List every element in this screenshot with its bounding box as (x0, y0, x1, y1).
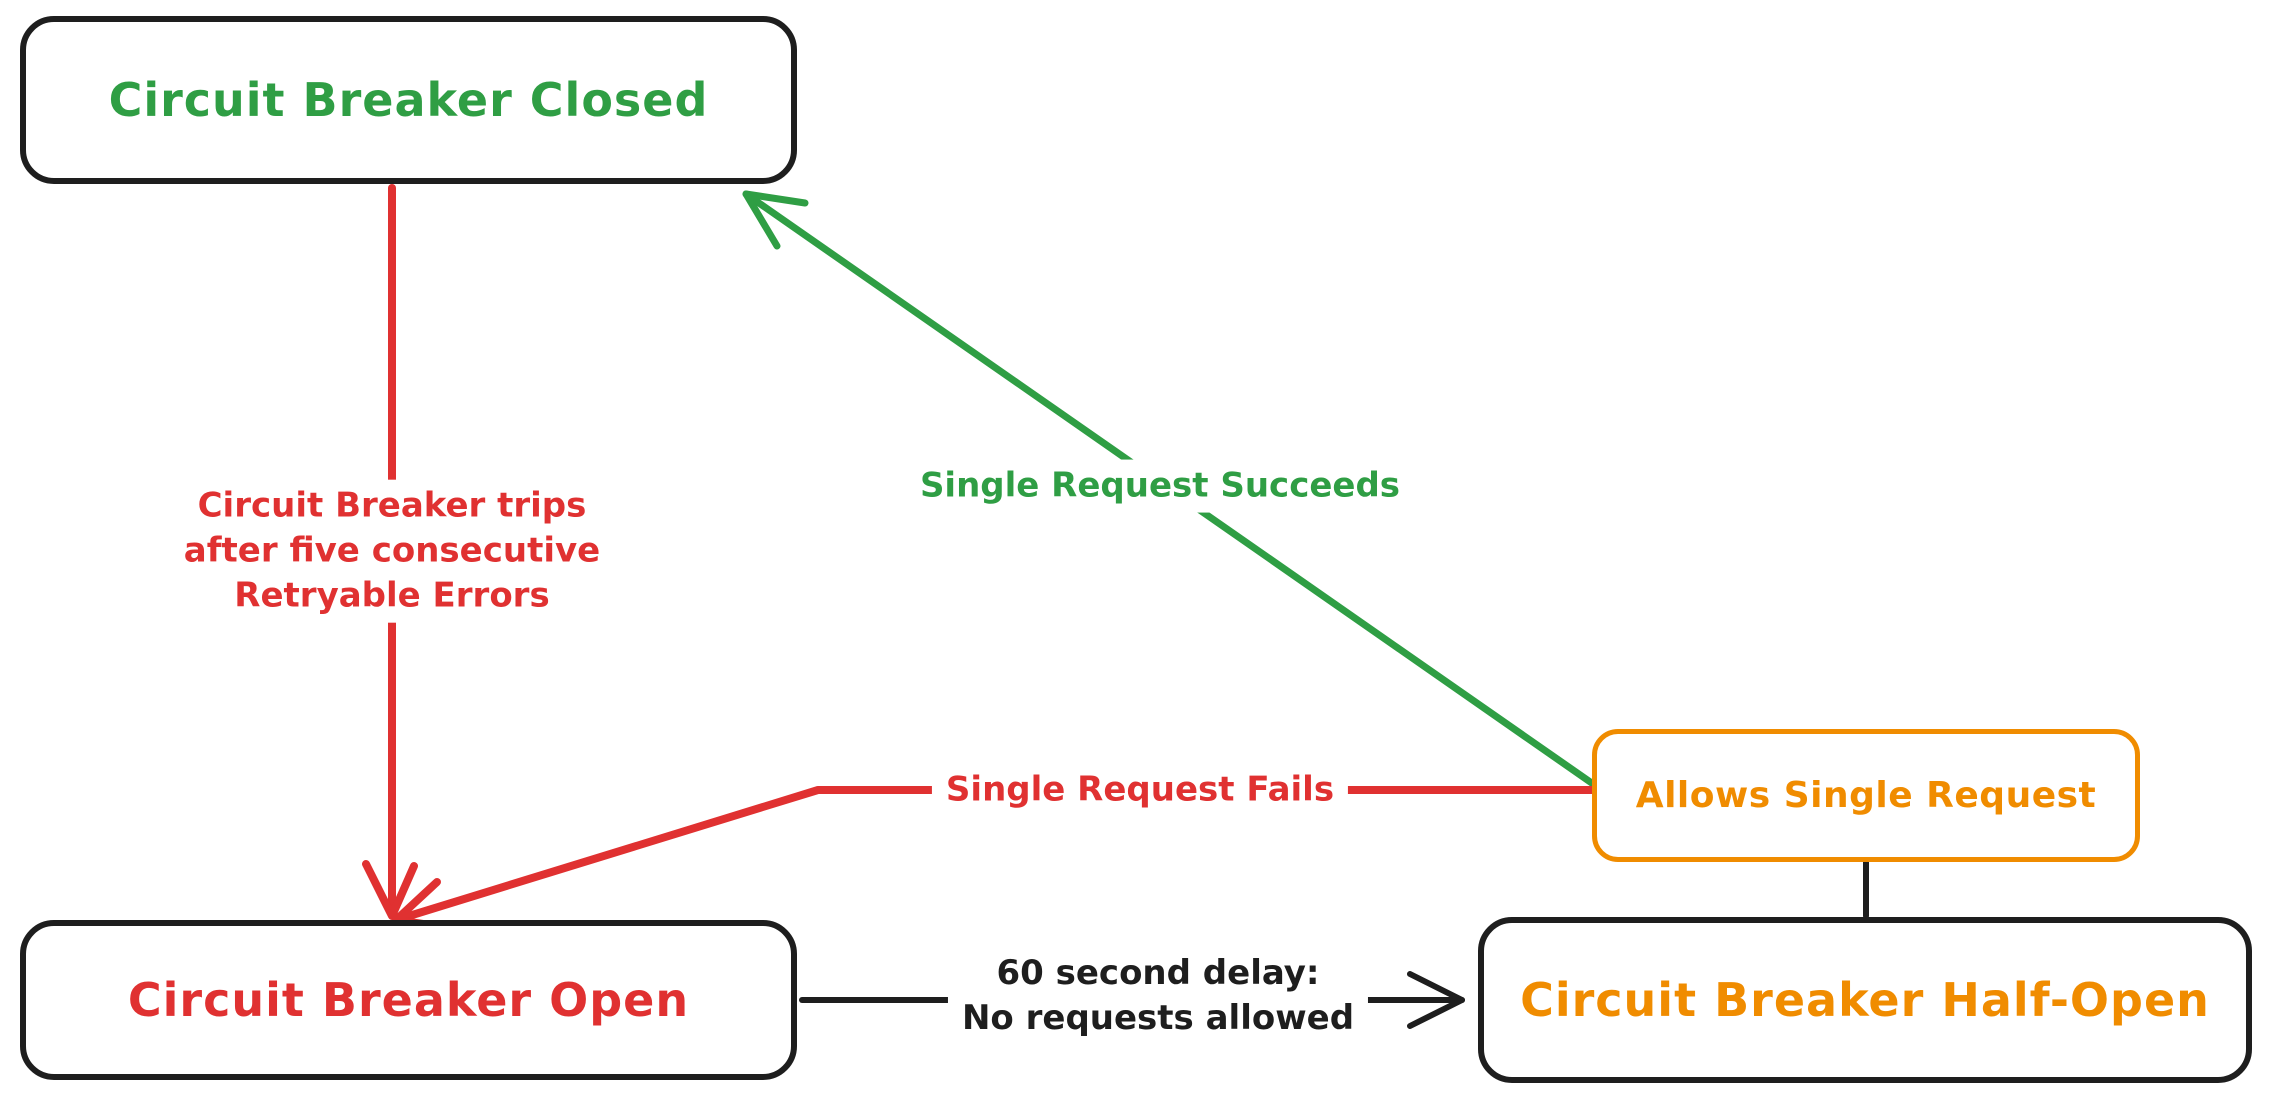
edge-succeeds-arrowhead-icon (742, 190, 809, 250)
edge-delay-arrowhead-icon (1407, 971, 1465, 1029)
edge-label-trips: Circuit Breaker trips after five consecu… (169, 479, 615, 623)
node-circuit-breaker-open: Circuit Breaker Open (20, 920, 797, 1080)
edge-label-fails: Single Request Fails (931, 763, 1349, 817)
node-circuit-breaker-half-open-label: Circuit Breaker Half-Open (1520, 973, 2210, 1027)
edge-label-succeeds-text: Single Request Succeeds (919, 465, 1401, 506)
edge-label-trips-line1: Circuit Breaker trips (197, 485, 587, 526)
edge-label-delay: 60 second delay: No requests allowed (947, 947, 1369, 1045)
edge-label-trips-line2: after five consecutive (183, 530, 601, 571)
node-circuit-breaker-closed-label: Circuit Breaker Closed (108, 73, 709, 127)
edge-label-fails-text: Single Request Fails (945, 769, 1335, 810)
node-circuit-breaker-half-open: Circuit Breaker Half-Open (1478, 917, 2252, 1083)
edge-label-delay-line2: No requests allowed (961, 998, 1355, 1038)
edge-label-delay-line1: 60 second delay: (996, 953, 1320, 994)
node-circuit-breaker-open-label: Circuit Breaker Open (127, 973, 690, 1027)
node-allows-single-request-label: Allows Single Request (1635, 775, 2097, 816)
edge-label-trips-line3: Retryable Errors (234, 575, 550, 616)
node-circuit-breaker-closed: Circuit Breaker Closed (20, 16, 797, 184)
edge-label-succeeds: Single Request Succeeds (905, 459, 1415, 513)
node-allows-single-request: Allows Single Request (1592, 729, 2140, 862)
edge-trips-arrowhead-icon (362, 860, 418, 920)
